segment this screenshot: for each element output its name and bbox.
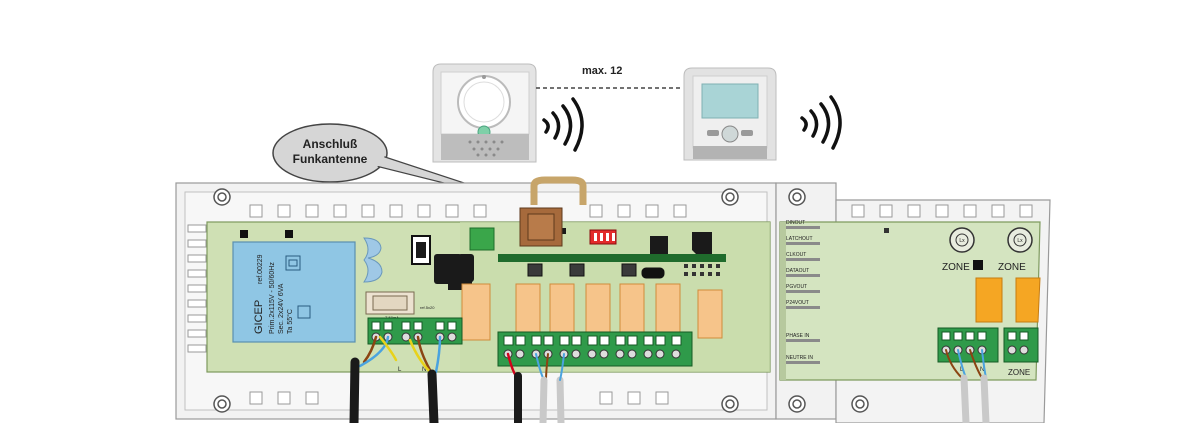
power-cables bbox=[349, 335, 565, 428]
thermostat-lcd-screen bbox=[701, 83, 759, 119]
antenna-connector bbox=[519, 176, 587, 247]
pcb-strip bbox=[498, 254, 726, 262]
rf-module bbox=[469, 227, 495, 251]
zone-label-2: ZONE bbox=[998, 262, 1026, 273]
thermostat-select-button bbox=[721, 125, 739, 143]
radio-wave-icon bbox=[800, 95, 842, 150]
psu-model: ref.00229 bbox=[257, 254, 264, 284]
dip-switch bbox=[589, 229, 617, 245]
antenna-callout: Anschluß Funkantenne bbox=[272, 123, 529, 205]
max-count-label: max. 12 bbox=[582, 65, 622, 77]
signal-label-pgvout: PGVOUT bbox=[786, 284, 807, 290]
psu-primary: Prim.2x115V - 50/60Hz bbox=[269, 262, 276, 334]
antenna-callout-line1: Anschluß bbox=[303, 137, 358, 151]
thermostat-dial-knob bbox=[457, 75, 511, 129]
terminal-l-2: L bbox=[960, 367, 964, 373]
mounting-hole-icon bbox=[213, 188, 739, 413]
thermostat-lcd bbox=[683, 67, 777, 161]
fuse-reference: ref.5x20 bbox=[420, 305, 435, 310]
signal-label-neutre-in: NEUTRE IN bbox=[786, 355, 813, 361]
extension-cables bbox=[945, 349, 990, 427]
terminal-n-1: N bbox=[422, 367, 426, 373]
signal-label-latchout: LATCHOUT bbox=[786, 236, 813, 242]
zone-led-icon bbox=[1007, 227, 1033, 253]
signal-label-clkout: CLKOUT bbox=[786, 252, 806, 258]
extension-terminals: L N ZONE bbox=[937, 327, 1039, 377]
push-buttons bbox=[527, 263, 665, 279]
radio-wave-icon bbox=[542, 97, 584, 152]
signal-label-dinout: DINOUT bbox=[786, 220, 805, 226]
signal-pins bbox=[786, 226, 820, 364]
psu-brand: GICEP bbox=[253, 300, 265, 334]
psu-secondary: Sec. 2x24V 6VA bbox=[278, 283, 285, 334]
signal-label-phase-in: PHASE IN bbox=[786, 333, 810, 339]
ic-components bbox=[411, 228, 712, 290]
signal-label-dataout: DATAOUT bbox=[786, 268, 809, 274]
zone-led-label-2: Lx bbox=[1017, 238, 1023, 244]
psu-fuse: Ta 55°C bbox=[286, 309, 294, 334]
antenna-callout-line2: Funkantenne bbox=[293, 152, 368, 166]
signal-labels: DINOUT LATCHOUT CLKOUT DATAOUT PGVOUT P2… bbox=[786, 220, 813, 361]
zone-indicators: Lx Lx ZONE ZONE bbox=[942, 227, 1033, 273]
zone-label-1: ZONE bbox=[942, 262, 970, 273]
thermostat-dial bbox=[432, 63, 537, 163]
terminal-n-2: N bbox=[980, 367, 984, 373]
extension-relays bbox=[975, 277, 1041, 323]
power-transformer: GICEP Prim.2x115V - 50/60Hz Sec. 2x24V 6… bbox=[232, 241, 356, 343]
zone-led-icon bbox=[949, 227, 975, 253]
varistor-component bbox=[363, 237, 383, 283]
zone-led-label-1: Lx bbox=[959, 238, 965, 244]
mounting-hole-icon bbox=[788, 188, 869, 413]
zone-label-3: ZONE bbox=[1008, 368, 1030, 377]
power-terminals: L N bbox=[367, 317, 463, 373]
relays bbox=[461, 283, 723, 341]
signal-label-p24vout: P24VOUT bbox=[786, 300, 809, 306]
terminal-l-1: L bbox=[398, 367, 402, 373]
output-terminals bbox=[497, 331, 693, 367]
